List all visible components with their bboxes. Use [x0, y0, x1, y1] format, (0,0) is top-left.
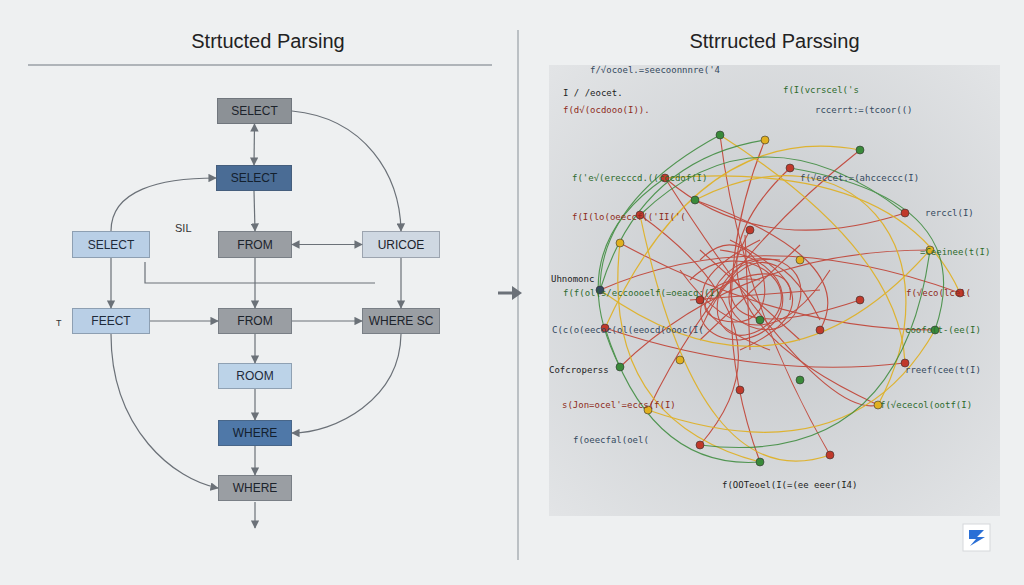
flow-arrow	[292, 244, 362, 245]
annotation: f(d√(ocdooo(I)).	[563, 104, 650, 116]
red-links	[600, 135, 960, 462]
box-label: FROM	[237, 238, 272, 252]
flow-arrow	[254, 389, 255, 420]
annotation: s(Jon=ocel'=eccs(f(I)	[562, 399, 676, 411]
box-label: SELECT	[231, 171, 278, 185]
exit-arrow	[254, 502, 255, 528]
box-label: SELECT	[231, 104, 278, 118]
process-box: SELECT	[216, 165, 292, 191]
annotation: rccerrt:=(tcoor(()	[815, 104, 913, 116]
annotation: Cofcroperss	[549, 364, 609, 376]
box-label: WHERE SC	[369, 314, 434, 328]
annotation: f(f(ol(s/eccoooelf(=oeacq:(I)	[563, 287, 720, 299]
annotation: coofo(t-(ee(I)	[905, 324, 981, 336]
flow-arrow	[111, 334, 218, 488]
flow-arrow	[254, 191, 255, 231]
annotation: T	[56, 317, 62, 329]
annotation: f(I(vcrscel('s	[783, 84, 859, 96]
flow-arrow	[150, 320, 218, 321]
flow-arrow	[110, 258, 111, 308]
box-label: FEECT	[91, 314, 130, 328]
title-rule	[28, 64, 492, 66]
logo-mark	[969, 530, 985, 546]
box-label: FROM	[237, 314, 272, 328]
flow-arrow	[292, 334, 401, 433]
process-box: WHERE	[218, 420, 292, 446]
annotation: I / /eocet.	[563, 87, 623, 99]
flow-arrow	[254, 334, 255, 363]
process-box: SELECT	[217, 98, 292, 124]
transition-arrow	[498, 292, 514, 295]
flow-arrow	[400, 258, 401, 308]
annotation: f(I(lo(oeeccf(('II('(	[572, 211, 686, 223]
flow-arrow	[254, 258, 255, 308]
box-label: WHERE	[233, 481, 278, 495]
return-line	[145, 262, 375, 283]
panel-title: Sttrructed Parssing	[549, 30, 1000, 53]
annotation: SIL	[175, 221, 192, 235]
green-links	[598, 135, 943, 462]
process-box: FEECT	[72, 308, 150, 334]
box-label: URICOE	[378, 238, 425, 252]
divider	[517, 30, 519, 560]
annotation: Uhnomonc	[551, 273, 594, 285]
yellow-links	[600, 135, 960, 462]
diagram-title: Strtucted Parsing	[0, 30, 536, 53]
box-label: ROOM	[236, 369, 273, 383]
flow-arrow	[111, 178, 216, 231]
flow-arrow	[254, 446, 255, 475]
annotation: f/√ocoel.=seecoonnnre('4	[590, 64, 720, 76]
annotation: =Ceeinee(t(I)	[920, 246, 990, 258]
process-box: FROM	[218, 231, 292, 258]
box-label: SELECT	[88, 238, 135, 252]
flow-arrow	[292, 111, 401, 231]
process-box: SELECT	[72, 231, 150, 258]
box-label: WHERE	[233, 426, 278, 440]
process-box: ROOM	[218, 363, 292, 389]
annotation: f(√eccet:=(ahcceccc(I)	[800, 172, 919, 184]
annotation: f(oeecfal(oel(	[573, 434, 649, 446]
annotation: f(√eco(lcel(	[906, 287, 971, 299]
process-box: FROM	[218, 308, 292, 334]
transition-arrow-head	[512, 286, 522, 300]
logo-box	[963, 524, 990, 551]
annotation: C(c(o(eecoc(ol(eeocd(oooc(I(	[552, 324, 704, 336]
annotation: rreef(cee(t(I)	[905, 364, 981, 376]
annotation: f(√ececol(ootf(I)	[880, 399, 972, 411]
process-box: WHERE SC	[362, 308, 440, 334]
annotation: f(OOTeoel(I(=(ee eeer(I4)	[722, 479, 857, 491]
network-panel	[549, 65, 1000, 516]
flow-arrow	[253, 124, 255, 165]
annotation: f('e√(erecccd.((cccdof(I)	[572, 172, 707, 184]
flow-arrow	[292, 320, 362, 321]
annotation: rerccl(I)	[925, 207, 974, 219]
process-box: URICOE	[362, 231, 440, 258]
process-box: WHERE	[218, 475, 292, 501]
